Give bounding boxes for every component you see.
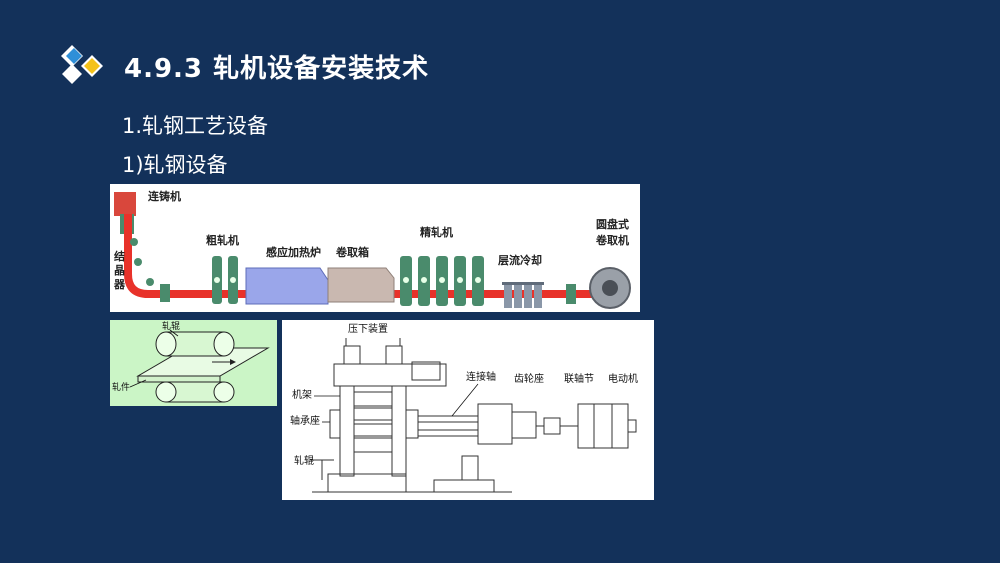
- roll-upper-backup: [353, 391, 393, 407]
- label-rough-mill: 粗轧机: [206, 233, 239, 247]
- mill-stand-diagram: 压下装置 机架 轴承座 轧辊 连接轴 齿轮座 联轴节 电动机: [282, 320, 654, 500]
- production-line-diagram: 连铸机 结 晶 器 粗轧机 感应加热炉 卷取箱 精轧机 层流冷却 圆盘式 卷取机: [110, 184, 640, 312]
- section-heading: 1.轧钢工艺设备: [122, 114, 269, 138]
- coupling: [543, 417, 561, 435]
- label-crystallizer: 结 晶 器: [113, 249, 129, 291]
- gear-seat: [477, 403, 513, 445]
- finishing-mill-stands: [400, 256, 484, 306]
- diamond-cluster-icon: [61, 45, 103, 84]
- label-roll: 轧辊: [294, 454, 314, 467]
- laminar-cooling-headers: [502, 282, 544, 308]
- roll-lower-work: [353, 423, 393, 437]
- label-coiler-line1: 圆盘式: [596, 217, 629, 231]
- frame-top: [333, 363, 447, 387]
- label-screwdown: 压下装置: [348, 322, 388, 335]
- induction-furnace: [245, 267, 329, 305]
- guide-roll: [130, 238, 138, 246]
- screwdown-motor: [411, 361, 441, 381]
- label-laminar-cooling: 层流冷却: [497, 253, 542, 267]
- lower-roll: [155, 381, 235, 403]
- gear-housing: [511, 411, 537, 439]
- frame-post-right: [391, 385, 407, 477]
- bearing-seat-left: [329, 409, 341, 439]
- steel-strand: [124, 214, 610, 298]
- subsection-heading: 1)轧钢设备: [122, 153, 228, 177]
- label-finishing-mill: 精轧机: [420, 225, 453, 239]
- pinch-roll: [160, 284, 170, 302]
- caster-block: [114, 192, 136, 216]
- label-frame: 机架: [292, 388, 312, 401]
- label-coiler-line2: 卷取机: [595, 233, 629, 247]
- label-motor: 电动机: [608, 372, 638, 385]
- roll-lower-backup: [353, 437, 393, 453]
- rough-mill-stands: [212, 256, 238, 304]
- guide-roll: [134, 258, 142, 266]
- coil-box: [327, 267, 395, 303]
- slide-title: 4.9.3 轧机设备安装技术: [124, 54, 430, 84]
- coiler-hub: [602, 280, 618, 296]
- label-bearing-seat: 轴承座: [290, 414, 320, 427]
- label-roll: 轧辊: [162, 320, 180, 332]
- upper-roll: [155, 331, 235, 357]
- pinion-base: [433, 479, 495, 493]
- label-coupling: 联轴节: [564, 372, 594, 385]
- frame-post-left: [339, 385, 355, 477]
- label-connecting-shaft: 连接轴: [466, 370, 496, 383]
- screwdown-left: [343, 345, 361, 365]
- bearing-seat-right: [405, 409, 419, 439]
- roll-upper-work: [353, 407, 393, 421]
- label-caster: 连铸机: [148, 189, 181, 203]
- label-coil-box: 卷取箱: [335, 245, 369, 259]
- pinch-roll: [566, 284, 576, 304]
- screwdown-right: [385, 345, 403, 365]
- label-gear-seat: 齿轮座: [514, 372, 544, 385]
- shaft-support: [461, 455, 479, 481]
- rolling-principle-diagram: 轧辊 轧件: [110, 320, 277, 406]
- stand-base: [327, 473, 407, 493]
- label-workpiece: 轧件: [112, 381, 130, 393]
- electric-motor: [577, 403, 629, 449]
- label-induction-furnace: 感应加热炉: [266, 245, 321, 259]
- guide-roll: [146, 278, 154, 286]
